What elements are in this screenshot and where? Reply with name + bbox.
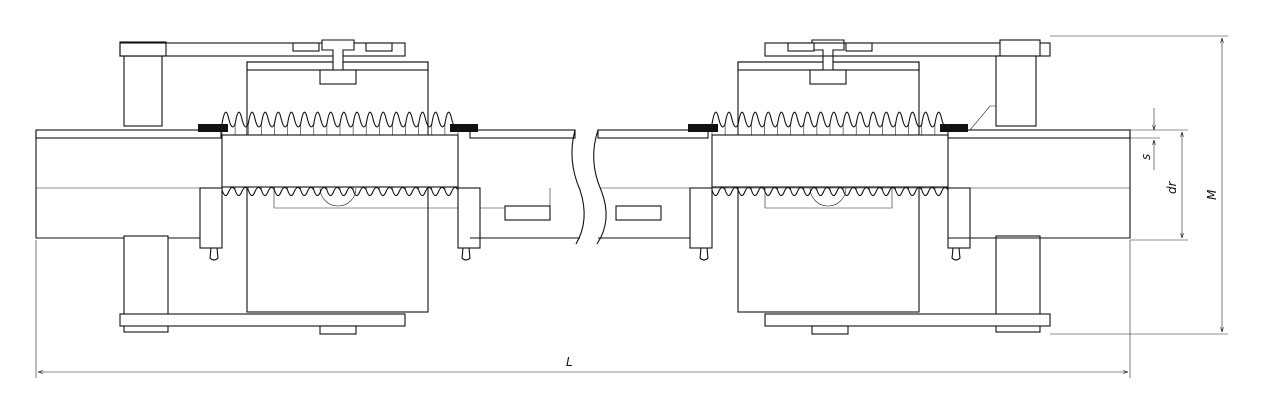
left-pipe-continuation xyxy=(469,129,585,245)
left-top-tie-rod xyxy=(119,42,406,57)
right-pipe-end xyxy=(600,129,1131,239)
left-pipe xyxy=(35,129,222,239)
right-bottom-tie-rod xyxy=(764,313,1051,335)
dimension-M: M xyxy=(1050,35,1228,335)
dim-label-s: s xyxy=(1139,154,1153,160)
dimension-s: s xyxy=(1130,108,1160,170)
right-pipe-start xyxy=(593,129,709,245)
dim-label-L: L xyxy=(566,355,573,369)
left-bottom-tie-rod xyxy=(119,313,406,335)
right-end-plate xyxy=(995,55,1041,333)
left-end-plate xyxy=(119,41,169,333)
dim-label-M: M xyxy=(1205,189,1219,200)
right-bellows xyxy=(688,105,1000,261)
dim-label-dr: dr xyxy=(1165,180,1179,194)
dimension-dr: dr xyxy=(1130,129,1188,241)
dimension-L: L xyxy=(35,240,1131,378)
right-top-tie-rod xyxy=(764,39,1051,57)
left-bellows xyxy=(198,111,481,261)
